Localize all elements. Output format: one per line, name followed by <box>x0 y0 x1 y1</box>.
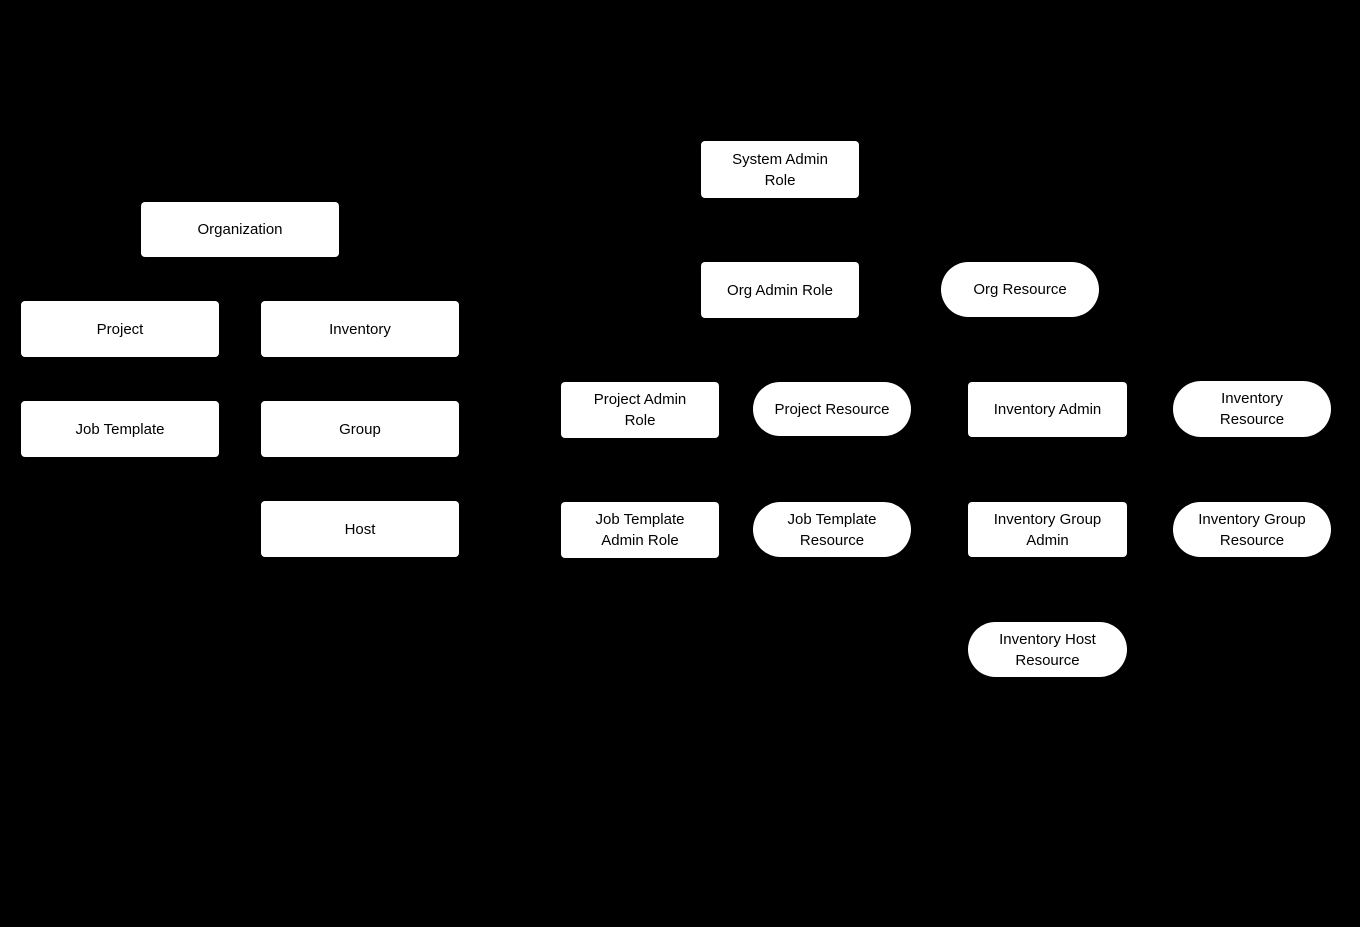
node-inventory-admin: Inventory Admin <box>968 382 1127 437</box>
node-group: Group <box>261 401 459 457</box>
node-host: Host <box>261 501 459 557</box>
node-project-resource: Project Resource <box>753 382 911 436</box>
node-job-template: Job Template <box>21 401 219 457</box>
node-inventory-group-admin: Inventory Group Admin <box>968 502 1127 557</box>
node-system-admin-role: System Admin Role <box>701 141 859 198</box>
node-inventory-resource: Inventory Resource <box>1173 381 1331 437</box>
node-org-admin-role: Org Admin Role <box>701 262 859 318</box>
node-organization: Organization <box>141 202 339 257</box>
node-inventory: Inventory <box>261 301 459 357</box>
node-inventory-host-resource: Inventory Host Resource <box>968 622 1127 677</box>
node-inventory-group-resource: Inventory Group Resource <box>1173 502 1331 557</box>
node-org-resource: Org Resource <box>941 262 1099 317</box>
node-job-template-admin-role: Job Template Admin Role <box>561 502 719 558</box>
node-project-admin-role: Project Admin Role <box>561 382 719 438</box>
node-job-template-resource: Job Template Resource <box>753 502 911 557</box>
node-project: Project <box>21 301 219 357</box>
